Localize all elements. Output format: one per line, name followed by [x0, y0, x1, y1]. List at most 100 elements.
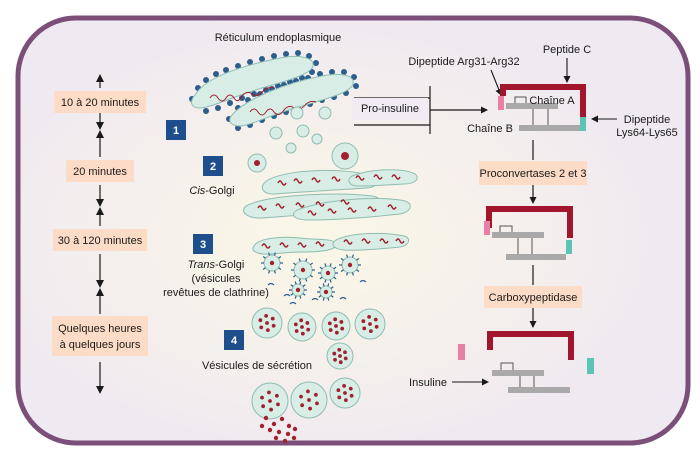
- time-label-4b: à quelques jours: [60, 339, 141, 351]
- cargo-molecule: [340, 199, 350, 205]
- dipeptide-lys-label-1: Dipeptide: [624, 114, 670, 126]
- trans-golgi-label-line3: revêtues de clathrine): [163, 287, 269, 299]
- cargo-molecule: [343, 239, 353, 245]
- step-3-number: 3: [200, 239, 206, 251]
- ribosome: [306, 53, 312, 59]
- released-granule: [285, 431, 291, 437]
- cargo-molecule: [355, 175, 365, 181]
- released-dipeptide-lys: [587, 358, 594, 374]
- cargo-molecule: [327, 208, 337, 214]
- time-box-2: [66, 160, 134, 182]
- released-granule: [276, 429, 282, 435]
- golgi-apparatus: Cis-Golgi Trans-Golgi (vésicules revêtue…: [163, 169, 418, 299]
- ribosome: [329, 69, 335, 75]
- dipeptide-arg-label: Dipeptide Arg31-Arg32: [408, 56, 519, 68]
- proconvertases-label: Proconvertases 2 et 3: [479, 168, 586, 180]
- step-markers: 1 2 3 4: [166, 120, 244, 350]
- intermediate-molecule: [484, 206, 573, 260]
- cargo-molecule: [315, 201, 325, 207]
- cis-golgi-cisterna-1: [261, 169, 378, 195]
- er-cisterna-2: [229, 73, 354, 127]
- er-cisterna-1: [191, 55, 314, 109]
- ribosome: [223, 67, 229, 73]
- dipeptide-lys-marker: [580, 117, 586, 131]
- released-granule: [291, 435, 297, 441]
- released-granule: [271, 421, 277, 427]
- insulin-label: Insuline: [409, 377, 447, 389]
- golgi-cargo-molecules: [257, 174, 405, 249]
- step-4-badge: [224, 330, 244, 350]
- ribosome: [313, 60, 319, 66]
- secretory-vesicles: [251, 307, 386, 420]
- released-granule: [292, 426, 298, 432]
- chain-a-label: Chaîne A: [529, 95, 575, 107]
- cargo-molecule: [315, 241, 325, 247]
- pro-insulin-pointer: Pro-insuline: [352, 86, 488, 134]
- chain-a: [506, 103, 558, 109]
- ribosome: [317, 71, 323, 77]
- dipeptide-arg-marker: [498, 96, 504, 110]
- trans-golgi-cisterna-1: [252, 236, 337, 255]
- er-polypeptide-1: [209, 87, 275, 102]
- endoplasmic-reticulum: Réticulum endoplasmique: [189, 32, 359, 131]
- released-granule: [259, 423, 265, 429]
- step-1-number: 1: [173, 125, 179, 137]
- cargo-molecule: [331, 176, 341, 182]
- cargo-molecule: [275, 203, 285, 209]
- cargo-molecule: [293, 178, 303, 184]
- cargo-molecule: [361, 238, 371, 244]
- ribosome: [227, 100, 233, 106]
- pro-insulin-label: Pro-insuline: [361, 103, 419, 115]
- clathrin-coated-vesicles: [261, 252, 367, 305]
- ribosome: [341, 69, 347, 75]
- ribosome: [247, 59, 253, 65]
- cis-golgi-label: Cis-Golgi: [189, 185, 234, 197]
- step-4-number: 4: [231, 335, 238, 347]
- trans-golgi-label-line2: (vésicules: [192, 273, 241, 285]
- time-box-1: [54, 91, 146, 113]
- ribosome: [235, 63, 241, 69]
- ribosome: [299, 75, 305, 81]
- secretory-label: Vésicules de sécrétion: [202, 360, 312, 372]
- mature-insulin: Insuline: [409, 331, 594, 393]
- ribosome: [351, 74, 357, 80]
- cargo-molecule: [387, 204, 397, 210]
- transport-vesicles: [247, 106, 359, 173]
- dipeptide-lys-label-2: Lys64-Lys65: [616, 127, 678, 139]
- cargo-molecule: [367, 206, 377, 212]
- step-2-badge: [203, 156, 223, 176]
- cargo-molecule: [279, 242, 289, 248]
- time-label-1: 10 à 20 minutes: [61, 97, 140, 109]
- cargo-molecule: [347, 207, 357, 213]
- step-3-badge: [193, 234, 213, 254]
- chain-b-label: Chaîne B: [467, 123, 513, 135]
- step-1-badge: [166, 120, 186, 140]
- cargo-molecule: [277, 180, 287, 186]
- free-peptide-c: [487, 331, 574, 360]
- ribosome: [215, 105, 221, 111]
- carboxypeptidase-box: [484, 286, 582, 308]
- cis-golgi-cisterna-2: [348, 169, 418, 187]
- ribosome: [203, 108, 209, 114]
- time-label-4a: Quelques heures: [58, 323, 142, 335]
- released-granule: [279, 416, 285, 422]
- cargo-molecule: [311, 177, 321, 183]
- time-label-2: 20 minutes: [73, 166, 127, 178]
- time-box-4: [52, 316, 148, 356]
- cargo-molecule: [261, 243, 271, 249]
- cargo-molecule: [373, 174, 383, 180]
- ribosome: [213, 71, 219, 77]
- trans-golgi-label: Trans-Golgi: [188, 259, 245, 271]
- cargo-molecule: [295, 202, 305, 208]
- released-granule: [282, 438, 288, 444]
- cargo-molecule: [307, 210, 317, 216]
- chain-b: [519, 125, 581, 131]
- released-granule: [263, 415, 269, 421]
- ribosome: [283, 51, 289, 57]
- released-dipeptide-arg: [458, 344, 465, 360]
- exocytosis-granules: [259, 415, 298, 444]
- carboxypeptidase-label: Carboxypeptidase: [489, 292, 578, 304]
- released-granule: [267, 427, 273, 433]
- timeline: 10 à 20 minutes 20 minutes 30 à 120 minu…: [52, 74, 148, 394]
- cargo-molecule: [395, 238, 405, 244]
